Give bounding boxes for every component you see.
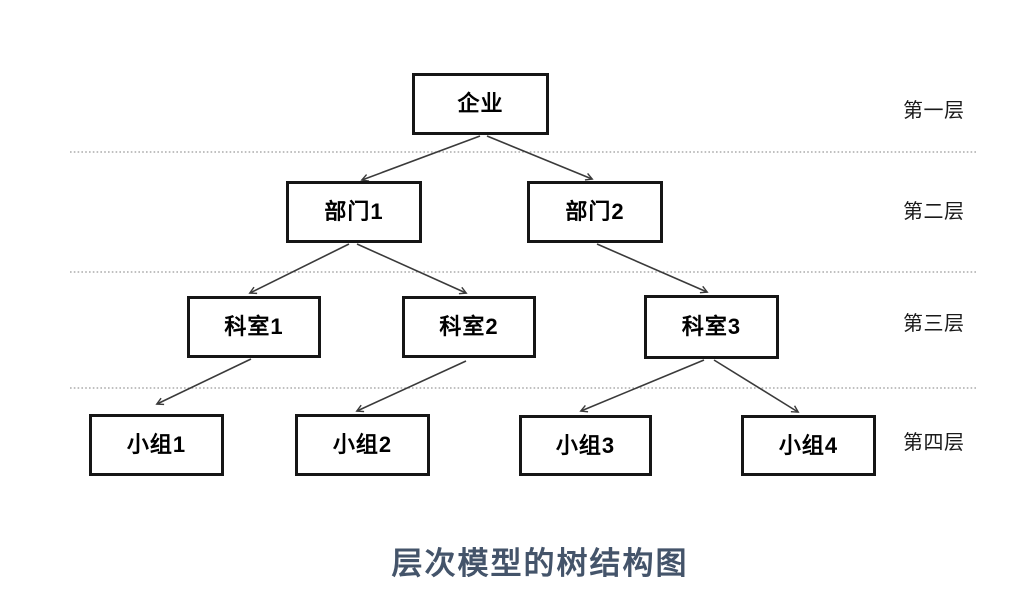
node-group-1-label: 小组1 bbox=[126, 432, 187, 457]
node-group-2: 小组2 bbox=[295, 414, 430, 476]
level-label-1: 第一层 bbox=[903, 100, 965, 122]
edge-section-3-group-4 bbox=[713, 359, 800, 413]
edge-section-3-group-3 bbox=[579, 359, 705, 413]
diagram-title: 层次模型的树结构图 bbox=[391, 546, 689, 581]
node-group-1: 小组1 bbox=[89, 414, 224, 476]
node-section-1-label: 科室1 bbox=[224, 314, 284, 339]
node-section-2: 科室2 bbox=[402, 296, 536, 358]
node-section-1: 科室1 bbox=[187, 296, 321, 358]
edge-section-2-group-2 bbox=[355, 360, 467, 413]
edge-dept-2-section-3 bbox=[596, 243, 709, 294]
node-dept-1: 部门1 bbox=[286, 181, 422, 243]
node-group-4: 小组4 bbox=[741, 415, 876, 476]
node-group-4-label: 小组4 bbox=[778, 432, 839, 458]
node-group-3-label: 小组3 bbox=[555, 432, 616, 458]
edge-dept-1-section-2 bbox=[356, 243, 468, 295]
node-enterprise-label: 企业 bbox=[457, 91, 504, 116]
level-label-2: 第二层 bbox=[903, 201, 965, 223]
node-group-3: 小组3 bbox=[519, 415, 652, 476]
edge-enterprise-dept-1 bbox=[360, 135, 481, 182]
level-label-3: 第三层 bbox=[903, 313, 965, 335]
edge-section-1-group-1 bbox=[155, 358, 252, 406]
node-dept-1-label: 部门1 bbox=[324, 199, 384, 224]
level-label-4: 第四层 bbox=[903, 432, 965, 454]
edge-dept-1-section-1 bbox=[248, 243, 350, 295]
node-enterprise: 企业 bbox=[412, 73, 549, 135]
edge-enterprise-dept-2 bbox=[486, 135, 594, 181]
node-dept-2: 部门2 bbox=[527, 181, 663, 243]
node-section-3-label: 科室3 bbox=[681, 314, 742, 339]
node-group-2-label: 小组2 bbox=[332, 432, 393, 457]
node-section-3: 科室3 bbox=[644, 295, 779, 359]
node-dept-2-label: 部门2 bbox=[565, 199, 625, 224]
node-section-2-label: 科室2 bbox=[439, 314, 499, 339]
tree-edge-lines bbox=[155, 135, 800, 413]
